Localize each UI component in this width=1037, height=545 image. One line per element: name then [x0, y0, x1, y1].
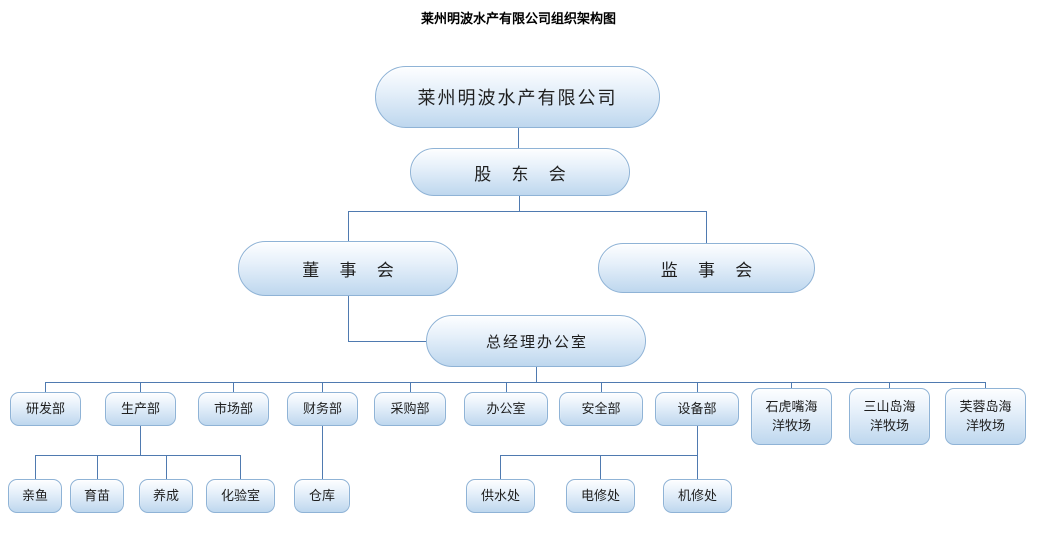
- connector-line: [500, 455, 501, 479]
- node-ranch-sanshandao: 三山岛海洋牧场: [849, 388, 930, 445]
- connector-line: [500, 455, 697, 456]
- connector-line: [889, 382, 890, 388]
- sub-label: 养成: [152, 487, 179, 503]
- connector-line: [706, 211, 707, 243]
- node-gm-office: 总经理办公室: [426, 315, 646, 367]
- dept-label: 三山岛海洋牧场: [863, 399, 916, 433]
- connector-line: [410, 382, 411, 392]
- sub-label: 仓库: [308, 487, 335, 503]
- node-company-label: 莱州明波水产有限公司: [417, 88, 618, 108]
- connector-line: [348, 341, 426, 342]
- connector-line: [140, 382, 141, 392]
- node-gm-office-label: 总经理办公室: [485, 334, 588, 351]
- node-supervisors-label: 监 事 会: [660, 260, 761, 280]
- node-sub-water-supply: 供水处: [466, 479, 535, 513]
- connector-line: [519, 196, 520, 211]
- node-dept-production: 生产部: [105, 392, 176, 426]
- dept-label: 财务部: [302, 400, 342, 416]
- sub-label: 育苗: [83, 487, 110, 503]
- connector-line: [348, 211, 706, 212]
- dept-label: 办公室: [486, 400, 526, 416]
- sub-label: 机修处: [677, 487, 717, 503]
- node-sub-seedling: 育苗: [70, 479, 124, 513]
- connector-line: [233, 382, 234, 392]
- node-shareholders-meeting: 股 东 会: [410, 148, 630, 196]
- sub-label: 供水处: [480, 487, 520, 503]
- connector-line: [601, 382, 602, 392]
- dept-label: 芙蓉岛海洋牧场: [959, 399, 1012, 433]
- connector-line: [45, 382, 46, 392]
- sub-label: 电修处: [580, 487, 620, 503]
- connector-line: [697, 455, 698, 479]
- dept-label: 设备部: [677, 400, 717, 416]
- connector-line: [166, 455, 167, 479]
- connector-line: [518, 128, 519, 148]
- node-company: 莱州明波水产有限公司: [375, 66, 660, 128]
- sub-label: 亲鱼: [21, 487, 48, 503]
- node-ranch-furongdao: 芙蓉岛海洋牧场: [945, 388, 1026, 445]
- connector-line: [348, 296, 349, 341]
- node-dept-rd: 研发部: [10, 392, 81, 426]
- node-sub-laboratory: 化验室: [206, 479, 275, 513]
- dept-label: 研发部: [25, 400, 65, 416]
- node-sub-growout: 养成: [139, 479, 193, 513]
- node-board-of-directors: 董 事 会: [238, 241, 458, 296]
- dept-label: 安全部: [581, 400, 621, 416]
- connector-line: [240, 455, 241, 479]
- node-supervisory-board: 监 事 会: [598, 243, 815, 293]
- connector-line: [536, 367, 537, 382]
- connector-line: [348, 211, 349, 241]
- chart-title: 莱州明波水产有限公司组织架构图: [420, 11, 616, 26]
- node-dept-purchasing: 采购部: [374, 392, 446, 426]
- connector-line: [35, 455, 240, 456]
- node-dept-office: 办公室: [464, 392, 548, 426]
- connector-line: [600, 455, 601, 479]
- dept-label: 石虎嘴海洋牧场: [765, 399, 818, 433]
- node-sub-broodstock: 亲鱼: [8, 479, 62, 513]
- node-sub-warehouse: 仓库: [294, 479, 350, 513]
- connector-line: [97, 455, 98, 479]
- connector-line: [985, 382, 986, 388]
- node-dept-equipment: 设备部: [655, 392, 739, 426]
- node-dept-safety: 安全部: [559, 392, 643, 426]
- node-shareholders-label: 股 东 会: [474, 164, 574, 184]
- node-sub-machine-repair: 机修处: [663, 479, 732, 513]
- sub-label: 化验室: [220, 487, 260, 503]
- dept-label: 采购部: [390, 400, 430, 416]
- connector-line: [697, 382, 698, 392]
- connector-line: [140, 426, 141, 455]
- dept-label: 市场部: [213, 400, 253, 416]
- node-dept-marketing: 市场部: [198, 392, 269, 426]
- connector-line: [45, 382, 985, 383]
- node-board-label: 董 事 会: [302, 261, 402, 280]
- node-dept-finance: 财务部: [287, 392, 358, 426]
- connector-line: [322, 382, 323, 392]
- connector-line: [791, 382, 792, 388]
- connector-line: [35, 455, 36, 479]
- connector-line: [697, 426, 698, 455]
- node-ranch-shihuzui: 石虎嘴海洋牧场: [751, 388, 832, 445]
- dept-label: 生产部: [120, 400, 160, 416]
- connector-line: [322, 426, 323, 479]
- connector-line: [506, 382, 507, 392]
- node-sub-electrical-repair: 电修处: [566, 479, 635, 513]
